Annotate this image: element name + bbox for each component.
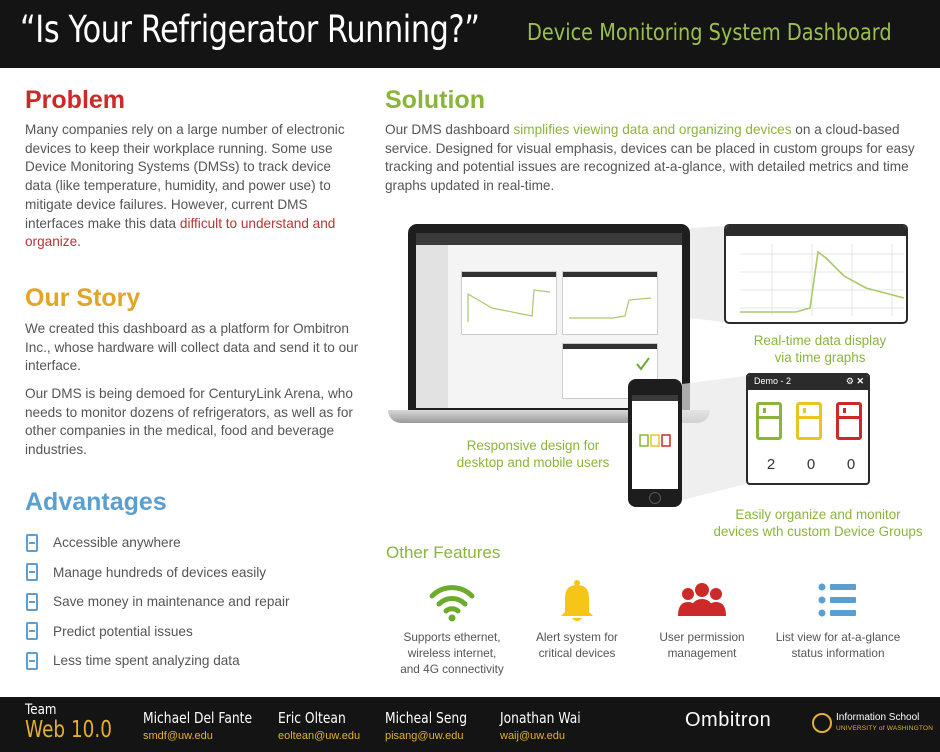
list-item: Manage hundreds of devices easily (26, 558, 356, 588)
users-icon (678, 583, 726, 616)
time-graph-zoom (724, 224, 908, 324)
fridge-icon (26, 533, 38, 552)
list-item: Accessible anywhere (26, 528, 356, 558)
mini-graph (569, 297, 652, 319)
member-name: Micheal Seng (385, 709, 467, 727)
fridge-icon (26, 651, 38, 670)
fridge-icon (26, 563, 38, 582)
team-label: Team (25, 702, 57, 718)
university-name: UNIVERSITY of WASHINGTON (836, 725, 934, 732)
bell-icon (561, 580, 593, 621)
solution-heading: Solution (385, 86, 485, 114)
member-name: Eric Oltean (278, 709, 346, 727)
solution-highlight: simplifies viewing data and organizing d… (513, 122, 792, 137)
dashboard-sidebar (416, 245, 448, 408)
phone-fridges (632, 395, 678, 447)
advantages-heading: Advantages (25, 488, 167, 516)
check-icon (636, 357, 650, 371)
footer-bar: Team Web 10.0 Michael Del Fante smdf@uw.… (0, 697, 940, 752)
advantages-list: Accessible anywhere Manage hundreds of d… (26, 528, 356, 676)
problem-highlight: difficult to understand and organize (25, 215, 336, 250)
ombitron-logo: Ombitron (685, 709, 772, 731)
member-email[interactable]: pisang@uw.edu (385, 730, 464, 742)
mini-graph (467, 289, 551, 322)
problem-heading: Problem (25, 86, 126, 114)
poster-title: “Is Your Refrigerator Running?” (20, 8, 480, 51)
home-button-icon (649, 492, 661, 504)
list-icon (818, 583, 856, 617)
dashboard-graph-panel (461, 271, 557, 335)
wifi-icon (429, 585, 475, 622)
fridge-icon-yellow (796, 402, 822, 440)
dashboard-graph-panel (562, 271, 658, 335)
gear-icon: ⚙ (845, 376, 854, 386)
story-heading: Our Story (25, 284, 141, 312)
solution-text: Our DMS dashboard simplifies viewing dat… (385, 122, 915, 194)
list-item: Predict potential issues (26, 617, 356, 647)
poster-subtitle: Device Monitoring System Dashboard (527, 20, 892, 46)
story-text-2: Our DMS is being demoed for CenturyLink … (25, 386, 353, 458)
fridge-icon-red (836, 402, 862, 440)
device-group-title: Demo - 2 (754, 376, 792, 386)
device-count-green: 2 (766, 456, 776, 473)
list-item: Save money in maintenance and repair (26, 587, 356, 617)
time-graph (740, 244, 905, 316)
device-count-yellow: 0 (806, 456, 816, 473)
member-name: Michael Del Fante (143, 709, 253, 727)
device-count-red: 0 (846, 456, 856, 473)
ischool-name: Information School (836, 712, 920, 723)
fridge-icon (26, 592, 38, 611)
story-text-1: We created this dashboard as a platform … (25, 321, 359, 374)
ischool-seal-icon (812, 713, 832, 733)
phone-screen (632, 395, 678, 489)
other-features-heading: Other Features (386, 543, 501, 562)
device-group-card: Demo - 2 ⚙ ✕ 2 0 0 (746, 373, 870, 485)
member-email[interactable]: waij@uw.edu (500, 730, 565, 742)
member-name: Jonathan Wai (500, 709, 581, 727)
header-bar: “Is Your Refrigerator Running?” Device M… (0, 0, 940, 68)
member-email[interactable]: eoltean@uw.edu (278, 730, 361, 742)
close-icon: ✕ (856, 376, 864, 386)
dashboard-topbar (416, 233, 682, 245)
problem-text: Many companies rely on a large number of… (25, 122, 345, 250)
team-name: Web 10.0 (25, 717, 112, 743)
dashboard-screenshot (416, 233, 682, 408)
list-item: Less time spent analyzing data (26, 646, 356, 676)
fridge-icon (26, 622, 38, 641)
device-group-header: Demo - 2 ⚙ ✕ (748, 375, 868, 390)
fridge-icon-green (756, 402, 782, 440)
phone-mockup (628, 379, 682, 507)
member-email[interactable]: smdf@uw.edu (143, 730, 213, 742)
